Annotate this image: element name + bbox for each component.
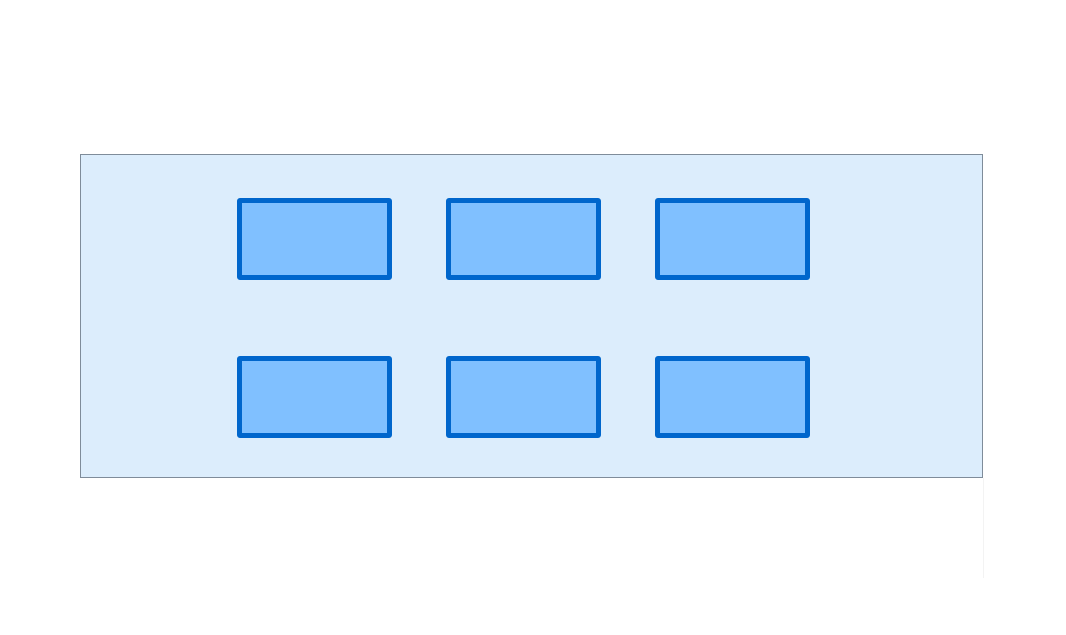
box-row2-col3 — [655, 356, 810, 438]
divider-line — [983, 478, 984, 578]
box-row1-col2 — [446, 198, 601, 280]
box-row1-col1 — [237, 198, 392, 280]
box-row2-col1 — [237, 356, 392, 438]
box-row1-col3 — [655, 198, 810, 280]
box-row2-col2 — [446, 356, 601, 438]
